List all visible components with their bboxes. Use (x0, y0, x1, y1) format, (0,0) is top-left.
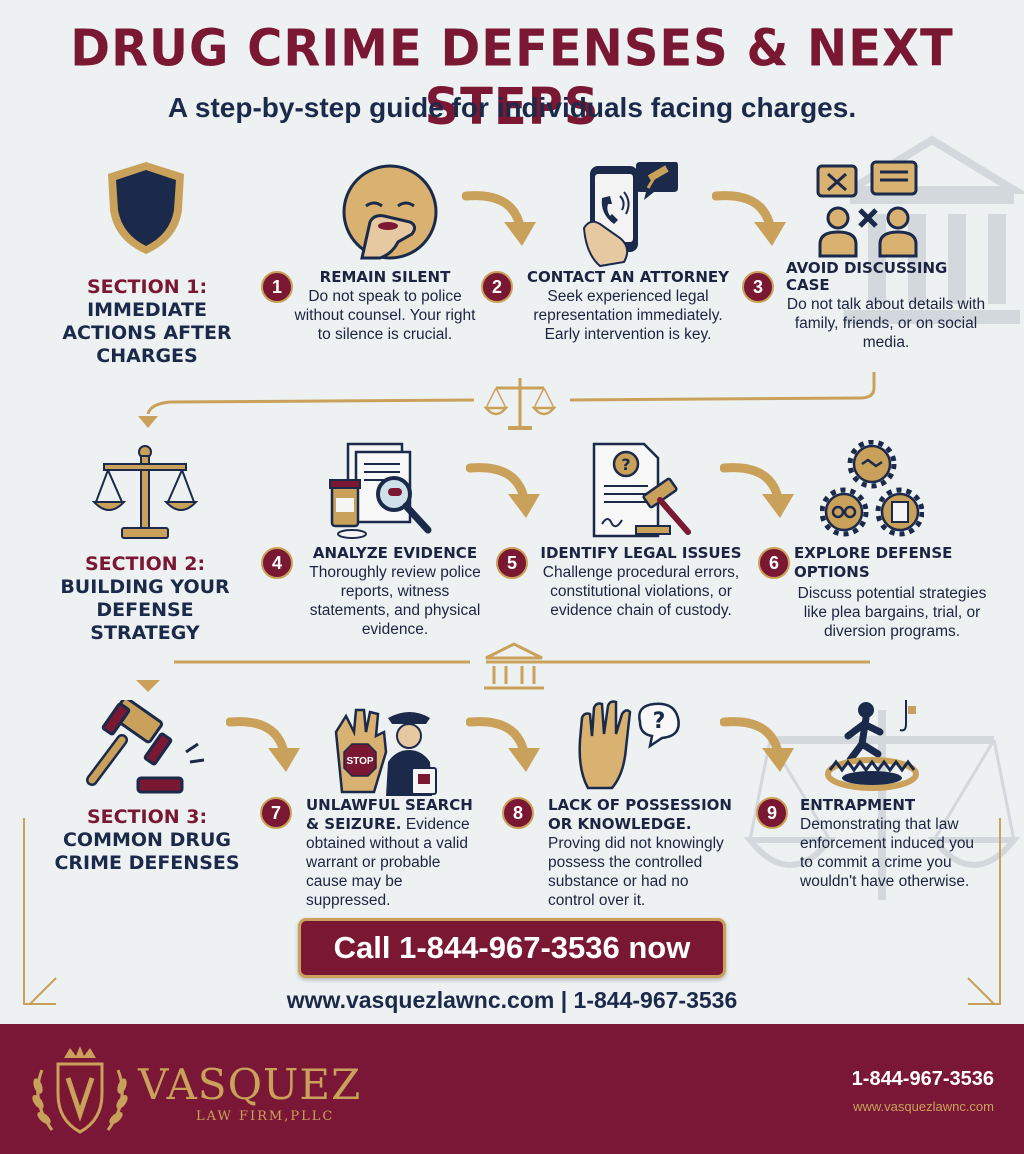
trap-icon (825, 700, 919, 791)
step-4-title: ANALYZE EVIDENCE (312, 544, 478, 562)
svg-text:?: ? (653, 709, 666, 734)
gavel-icon (86, 700, 205, 794)
curved-arrow-icon (466, 717, 540, 772)
step-5-body: Challenge procedural errors, constitutio… (542, 564, 740, 619)
phone-icon (582, 162, 678, 268)
step-1-badge: 1 (261, 271, 293, 303)
divider-scales (138, 372, 876, 430)
step-9: ENTRAPMENT Demonstrating that law enforc… (800, 796, 986, 891)
step-7: UNLAWFUL SEARCH & SEIZURE. Evidence obta… (306, 796, 476, 910)
step-1-body: Do not speak to police without counsel. … (294, 288, 476, 343)
step-6-title: EXPLORE DEFENSE OPTIONS (794, 544, 953, 581)
divider-courthouse (136, 642, 870, 692)
step-2-badge: 2 (481, 271, 513, 303)
step-4-body: Thoroughly review police reports, witnes… (309, 564, 481, 638)
section-3-name: COMMON DRUG CRIME DEFENSES (54, 829, 240, 874)
step-8-badge: 8 (502, 797, 534, 829)
step-2: CONTACT AN ATTORNEY Seek experienced leg… (514, 268, 742, 344)
scales-watermark (743, 710, 1021, 900)
footer: VASQUEZ LAW FIRM,PLLC 1-844-967-3536 www… (0, 1024, 1024, 1154)
curved-arrow-icon (466, 463, 540, 518)
step-2-body: Seek experienced legal representation im… (533, 288, 723, 343)
section-2-name: BUILDING YOUR DEFENSE STRATEGY (60, 576, 230, 644)
step-9-badge: 9 (756, 797, 788, 829)
step-3-badge: 3 (742, 271, 774, 303)
section-3-number: SECTION 3: (86, 806, 208, 828)
firm-logo-icon (32, 1046, 128, 1134)
footer-url[interactable]: www.vasquezlawnc.com (853, 1099, 994, 1114)
call-now-button[interactable]: Call 1-844-967-3536 now (298, 918, 726, 978)
silence-icon (342, 164, 438, 260)
step-4: ANALYZE EVIDENCE Thoroughly review polic… (300, 544, 490, 639)
brand-name: VASQUEZ (138, 1060, 362, 1109)
brand-subtitle: LAW FIRM,PLLC (196, 1109, 335, 1124)
step-7-body: Evidence obtained without a valid warran… (306, 816, 470, 909)
stop-police-icon: STOP (334, 708, 437, 796)
step-6: EXPLORE DEFENSE OPTIONS Discuss potentia… (794, 544, 990, 641)
evidence-icon (329, 442, 432, 539)
no-discussion-icon (816, 160, 918, 258)
section-2-number: SECTION 2: (84, 553, 206, 575)
step-8-title: LACK OF POSSESSION OR KNOWLEDGE. (548, 796, 732, 833)
scales-icon (92, 445, 198, 539)
step-9-title: ENTRAPMENT (800, 796, 916, 814)
step-4-badge: 4 (261, 547, 293, 579)
curved-arrow-icon (720, 463, 794, 518)
curved-arrow-icon (462, 191, 536, 246)
svg-text:?: ? (621, 455, 630, 474)
step-7-title: UNLAWFUL SEARCH & SEIZURE. (306, 796, 473, 833)
corner-ornament (23, 818, 57, 1005)
curved-arrow-icon (720, 717, 794, 772)
section-1-name: IMMEDIATE ACTIONS AFTER CHARGES (62, 299, 232, 367)
stop-sign-text: STOP (346, 756, 373, 767)
step-5-badge: 5 (496, 547, 528, 579)
contact-line[interactable]: www.vasquezlawnc.com | 1-844-967-3536 (286, 987, 738, 1013)
section-1-number: SECTION 1: (86, 276, 208, 298)
footer-phone[interactable]: 1-844-967-3536 (851, 1068, 994, 1090)
courthouse-watermark (840, 135, 1024, 324)
page-title: DRUG CRIME DEFENSES & NEXT STEPS (70, 19, 954, 137)
curved-arrow-icon (712, 191, 786, 246)
step-1: REMAIN SILENT Do not speak to police wit… (288, 268, 482, 344)
section-1-label: SECTION 1: IMMEDIATE ACTIONS AFTER CHARG… (42, 276, 252, 368)
hand-question-icon: ? (578, 700, 680, 790)
step-9-body: Demonstrating that law enforcement induc… (800, 816, 975, 890)
step-5: IDENTIFY LEGAL ISSUES Challenge procedur… (530, 544, 752, 620)
step-3-title: AVOID DISCUSSING CASE (786, 259, 948, 294)
step-3: AVOID DISCUSSING CASE Do not talk about … (786, 260, 986, 352)
section-3-label: SECTION 3: COMMON DRUG CRIME DEFENSES (42, 806, 252, 875)
page-subtitle: A step-by-step guide for individuals fac… (167, 92, 857, 123)
step-2-title: CONTACT AN ATTORNEY (526, 268, 730, 286)
shield-icon (108, 162, 184, 254)
corner-ornament (967, 818, 1001, 1005)
step-5-title: IDENTIFY LEGAL ISSUES (540, 544, 742, 562)
section-2-label: SECTION 2: BUILDING YOUR DEFENSE STRATEG… (40, 553, 250, 645)
gears-icon (820, 440, 924, 537)
legal-document-icon: ? (592, 442, 691, 538)
step-8-body: Proving did not knowingly possess the co… (548, 835, 724, 909)
step-6-badge: 6 (758, 547, 790, 579)
step-1-title: REMAIN SILENT (319, 268, 451, 286)
step-7-badge: 7 (260, 797, 292, 829)
step-6-body: Discuss potential strategies like plea b… (797, 585, 987, 640)
step-3-body: Do not talk about details with family, f… (786, 296, 986, 351)
step-8: LACK OF POSSESSION OR KNOWLEDGE. Proving… (548, 796, 734, 910)
curved-arrow-icon (226, 717, 300, 772)
